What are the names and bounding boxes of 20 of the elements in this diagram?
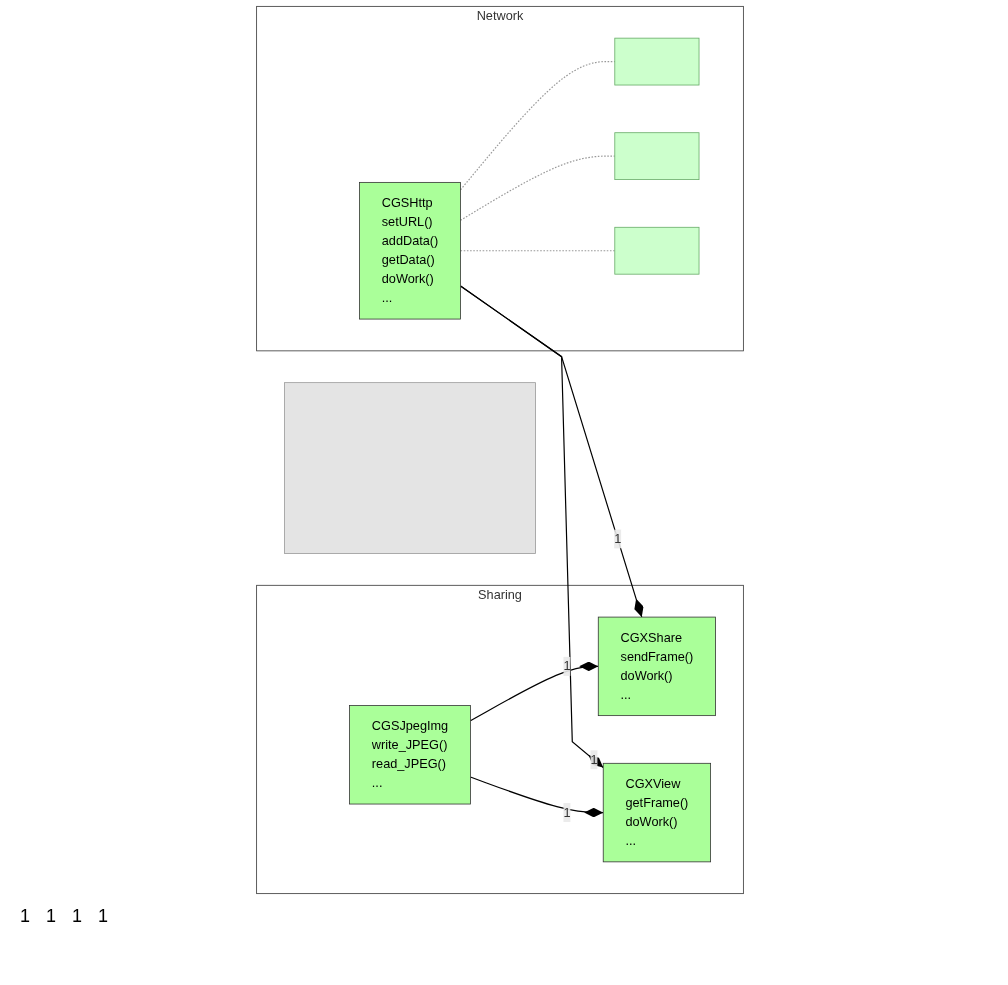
multiplicity-label: 1 bbox=[72, 906, 83, 927]
multiplicity-label: 1 bbox=[98, 906, 109, 927]
node-box: CGXView getFrame() doWork() ... bbox=[602, 762, 711, 863]
node-box bbox=[614, 226, 700, 275]
connector bbox=[469, 661, 599, 722]
multiplicity-label: 1 bbox=[20, 906, 30, 927]
node-box: CGSHttp setURL() addData() getData() doWork() ... bbox=[359, 182, 461, 320]
edge-label: 1 bbox=[614, 531, 622, 546]
node-box bbox=[284, 382, 536, 554]
node-box bbox=[614, 37, 700, 86]
edge-label: 1 bbox=[563, 805, 571, 819]
node-box bbox=[614, 132, 700, 180]
multiplicity-label: 1 bbox=[46, 906, 57, 927]
edge-label: 1 bbox=[563, 659, 571, 673]
connector bbox=[459, 285, 604, 769]
node-box: CGSJpegImg write_JPEG() read_JPEG() ... bbox=[349, 705, 471, 805]
connector bbox=[469, 776, 604, 818]
edge-label: 1 bbox=[590, 752, 598, 767]
connector bbox=[459, 61, 616, 191]
node-box: CGXShare sendFrame() doWork() ... bbox=[597, 616, 716, 717]
